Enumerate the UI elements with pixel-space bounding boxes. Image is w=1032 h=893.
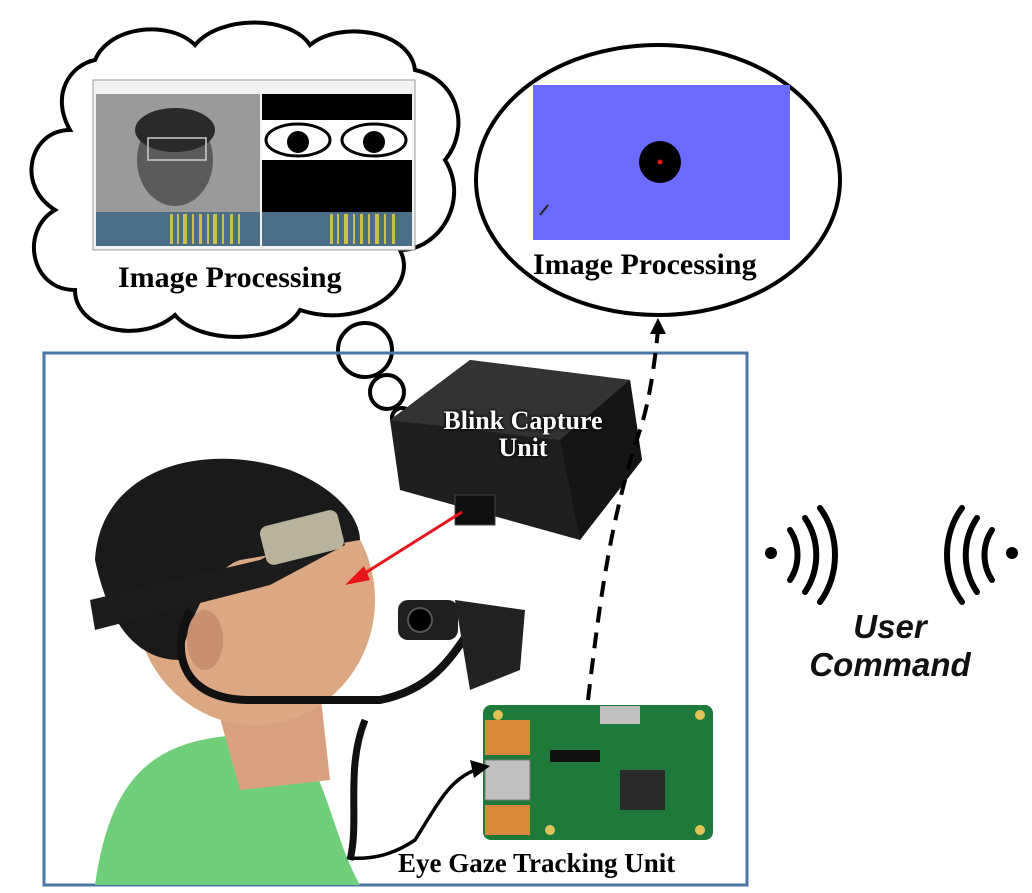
black-arrow: [349, 768, 476, 860]
user-command-label: User Command: [780, 608, 1000, 684]
red-arrow: [361, 510, 463, 577]
signal-bars: [170, 214, 395, 244]
gaze-camera: [398, 600, 525, 690]
red-arrowhead: [345, 566, 370, 585]
wireless-receive-icon: [944, 505, 1018, 605]
gaze-unit-label: Eye Gaze Tracking Unit: [398, 848, 676, 878]
cloud-label: Image Processing: [118, 261, 342, 294]
user-command-line2: Command: [809, 645, 971, 683]
ellipse-label: Image Processing: [533, 248, 757, 281]
person-photo: [90, 458, 525, 885]
wireless-transmit-icon: [765, 505, 838, 605]
ear: [187, 610, 223, 670]
user-command-line1: User: [853, 608, 927, 645]
headband-sensor: [259, 510, 344, 565]
main-box: [42, 351, 749, 887]
blink-capture-box: [390, 360, 642, 540]
raspberry-pi-board: [483, 705, 713, 840]
blink-unit-label: Blink Capture Unit: [418, 407, 628, 462]
dashed-arrowhead: [650, 318, 666, 334]
thought-bubble-medium: [368, 373, 406, 411]
blink-unit-label-line1: Blink Capture: [443, 406, 603, 435]
thought-bubble-large: [336, 321, 394, 379]
dashed-link: [586, 329, 660, 701]
camera-module: [454, 494, 496, 526]
black-arrowhead: [470, 760, 490, 778]
processing-screenshot: [92, 79, 416, 251]
blink-unit-label-line2: Unit: [498, 433, 548, 463]
